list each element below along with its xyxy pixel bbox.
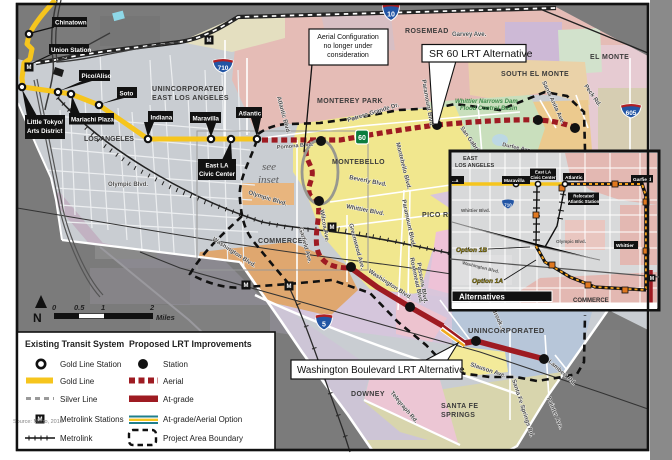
svg-text:Relocated: Relocated — [573, 194, 594, 199]
svg-text:DOWNEY: DOWNEY — [351, 391, 385, 398]
svg-text:Whittier: Whittier — [616, 243, 634, 249]
svg-text:Pomona Blvd.: Pomona Blvd. — [277, 142, 315, 151]
svg-text:Gold Line: Gold Line — [60, 377, 95, 386]
svg-text:Little Tokyo/: Little Tokyo/ — [27, 119, 63, 126]
svg-text:10: 10 — [387, 12, 395, 19]
svg-text:EL MONTE: EL MONTE — [590, 54, 629, 61]
svg-text:Atlantic: Atlantic — [239, 111, 262, 118]
svg-text:M: M — [27, 65, 32, 71]
svg-text:Civic Center: Civic Center — [199, 171, 236, 178]
svg-text:60: 60 — [358, 135, 366, 142]
svg-text:UNINCORPORATED: UNINCORPORATED — [468, 326, 545, 335]
svg-text:see: see — [262, 161, 276, 173]
svg-text:Flood Control Basin: Flood Control Basin — [460, 106, 518, 112]
svg-text:LOS ANGELES: LOS ANGELES — [84, 136, 134, 143]
svg-text:Miles: Miles — [156, 313, 175, 322]
svg-text:Washington Boulevard LRT Alter: Washington Boulevard LRT Alternative — [297, 365, 465, 376]
svg-text:Aerial Configuration: Aerial Configuration — [317, 34, 379, 41]
svg-text:Option 1B: Option 1B — [456, 247, 487, 254]
svg-text:Project Area Boundary: Project Area Boundary — [163, 434, 243, 443]
svg-text:Existing Transit System: Existing Transit System — [25, 339, 124, 349]
svg-text:Olympic Blvd.: Olympic Blvd. — [556, 239, 586, 244]
svg-text:LOS ANGELES: LOS ANGELES — [455, 163, 495, 169]
svg-text:M: M — [287, 284, 292, 290]
svg-text:EAST LOS ANGELES: EAST LOS ANGELES — [152, 95, 229, 102]
svg-text:M: M — [244, 283, 249, 289]
svg-text:consideration: consideration — [327, 52, 369, 59]
svg-text:COMMERCE: COMMERCE — [573, 298, 609, 304]
svg-text:605: 605 — [626, 110, 637, 117]
svg-text:...a: ...a — [452, 178, 459, 183]
svg-text:Proposed LRT Improvements: Proposed LRT Improvements — [129, 339, 252, 349]
svg-text:Union Station: Union Station — [51, 47, 91, 54]
svg-text:East LA: East LA — [205, 163, 229, 170]
svg-text:Aerial: Aerial — [163, 377, 184, 386]
svg-text:M: M — [650, 276, 654, 282]
svg-text:Alternatives: Alternatives — [459, 293, 505, 302]
svg-text:MONTEBELLO: MONTEBELLO — [332, 159, 385, 166]
svg-text:MONTEREY PARK: MONTEREY PARK — [317, 98, 383, 105]
svg-text:Civic Center: Civic Center — [530, 175, 555, 180]
svg-text:inset: inset — [258, 174, 280, 186]
svg-text:Whittier Narrows Dam: Whittier Narrows Dam — [455, 99, 518, 105]
svg-text:SR 60 LRT Alternative: SR 60 LRT Alternative — [429, 48, 533, 60]
svg-text:Station: Station — [163, 360, 188, 369]
svg-text:COMMERCE: COMMERCE — [258, 238, 303, 245]
svg-text:SOUTH EL MONTE: SOUTH EL MONTE — [501, 71, 569, 78]
svg-text:Source: Metro, 2016: Source: Metro, 2016 — [13, 419, 63, 425]
svg-text:M: M — [330, 225, 335, 231]
svg-text:Indiana: Indiana — [151, 115, 173, 122]
svg-text:0.5: 0.5 — [74, 303, 85, 312]
svg-text:0: 0 — [52, 303, 57, 312]
svg-text:N: N — [33, 311, 42, 325]
svg-text:East LA: East LA — [535, 170, 551, 175]
svg-text:PICO RIV: PICO RIV — [422, 212, 456, 219]
svg-text:no longer under: no longer under — [323, 43, 373, 50]
svg-text:Atlantic: Atlantic — [565, 175, 583, 181]
svg-text:EAST: EAST — [463, 156, 478, 162]
svg-text:ROSEMEAD: ROSEMEAD — [405, 28, 449, 35]
svg-text:M: M — [38, 417, 43, 423]
svg-text:Soto: Soto — [120, 91, 134, 98]
svg-text:Garvey Ave.: Garvey Ave. — [452, 32, 487, 38]
svg-text:Silver Line: Silver Line — [60, 395, 98, 404]
svg-text:2: 2 — [149, 303, 155, 312]
svg-text:1: 1 — [101, 303, 105, 312]
svg-text:Olympic Blvd.: Olympic Blvd. — [108, 182, 148, 188]
svg-text:Garfield: Garfield — [633, 177, 651, 183]
svg-text:SANTA FE: SANTA FE — [441, 403, 478, 410]
svg-text:Chinatown: Chinatown — [55, 20, 87, 27]
svg-text:Pico/Aliso: Pico/Aliso — [82, 73, 112, 80]
svg-text:Maravilla: Maravilla — [504, 178, 525, 184]
svg-text:Maravilla: Maravilla — [193, 116, 220, 123]
svg-text:At-grade/Aerial Option: At-grade/Aerial Option — [163, 415, 242, 424]
svg-text:UNINCORPORATED: UNINCORPORATED — [152, 86, 224, 93]
svg-text:Gold Line Station: Gold Line Station — [60, 360, 121, 369]
svg-text:Option 1A: Option 1A — [472, 278, 503, 285]
svg-text:Atlantic Station: Atlantic Station — [568, 199, 600, 204]
svg-text:Arts District: Arts District — [27, 128, 62, 135]
svg-text:Metrolink: Metrolink — [60, 434, 93, 443]
svg-text:5: 5 — [322, 322, 326, 329]
svg-text:Whittier Blvd.: Whittier Blvd. — [461, 208, 490, 213]
svg-text:710: 710 — [218, 65, 229, 72]
svg-text:M: M — [207, 38, 212, 44]
svg-text:SPRINGS: SPRINGS — [441, 412, 475, 419]
svg-text:Metrolink Stations: Metrolink Stations — [60, 415, 124, 424]
svg-text:Mariachi Plaza: Mariachi Plaza — [71, 117, 114, 124]
svg-text:710: 710 — [504, 203, 512, 208]
svg-text:At-grade: At-grade — [163, 395, 194, 404]
